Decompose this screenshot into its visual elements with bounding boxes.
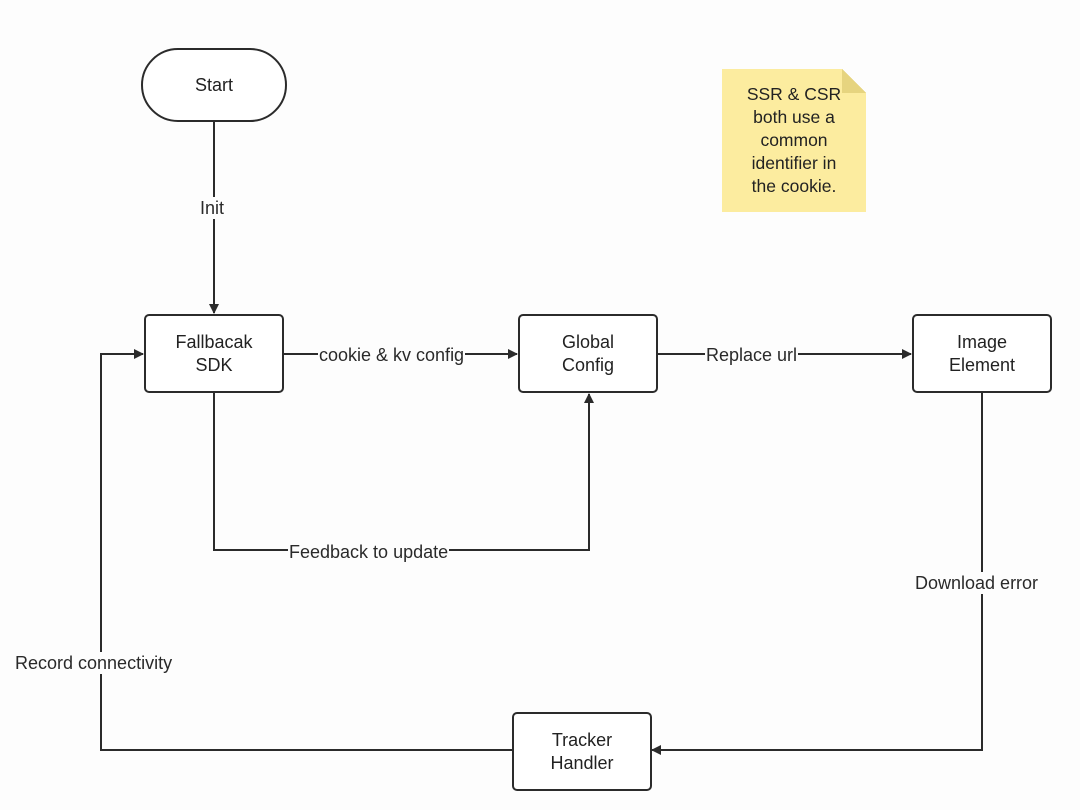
sticky-note-text: SSR & CSR both use a common identifier i… xyxy=(746,84,842,196)
edge-label-replace-url: Replace url xyxy=(705,344,799,366)
edge-label-record: Record connectivity xyxy=(14,652,174,674)
image-element-node-label: Image Element xyxy=(948,331,1016,375)
fallback-sdk-node[interactable]: Fallbacak SDK xyxy=(144,314,284,393)
image-element-node[interactable]: Image Element xyxy=(912,314,1052,393)
edge-label-cookie-kv: cookie & kv config xyxy=(318,344,466,366)
fallback-sdk-node-label: Fallbacak SDK xyxy=(175,331,253,375)
global-config-node-label: Global Config xyxy=(561,331,615,375)
sticky-note-fold xyxy=(842,69,866,93)
start-node[interactable]: Start xyxy=(141,48,287,122)
edge-label-init: Init xyxy=(199,197,226,219)
global-config-node[interactable]: Global Config xyxy=(518,314,658,393)
sticky-note[interactable]: SSR & CSR both use a common identifier i… xyxy=(722,69,866,212)
tracker-handler-node-label: Tracker Handler xyxy=(550,729,614,773)
edge-feedback xyxy=(213,393,594,551)
tracker-handler-node[interactable]: Tracker Handler xyxy=(512,712,652,791)
start-node-label: Start xyxy=(194,74,233,95)
edge-record xyxy=(100,349,512,751)
edge-label-download-error: Download error xyxy=(914,572,1040,594)
edge-label-feedback: Feedback to update xyxy=(288,541,450,563)
edge-download-error xyxy=(651,393,983,755)
